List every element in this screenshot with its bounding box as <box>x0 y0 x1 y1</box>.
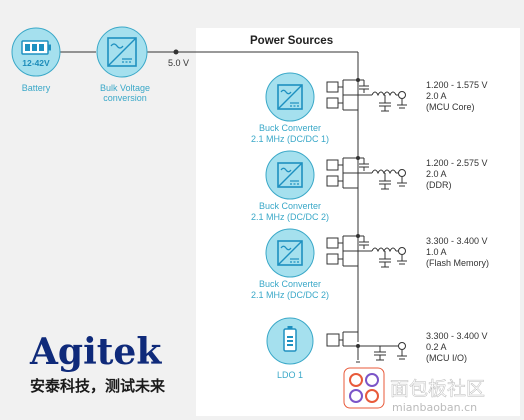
rail-output-voltage: 1.200 - 2.575 V <box>426 158 488 168</box>
agitek-wordmark: Agitek <box>29 331 162 373</box>
converter-icon <box>277 162 303 188</box>
ldo-output-current: 0.2 A <box>426 342 447 352</box>
mianbaoban-watermark: 面包板社区 mianbaoban.cn <box>343 367 485 414</box>
ldo-circuit <box>326 331 407 363</box>
watermark-cn-text: 面包板社区 <box>390 378 485 400</box>
ldo-output-voltage: 3.300 - 3.400 V <box>426 331 488 341</box>
agitek-logo: Agitek 安泰科技，测试未来 <box>29 331 166 395</box>
buck-converter-label-line1: Buck Converter <box>259 123 321 133</box>
rail-output-load: (MCU Core) <box>426 102 475 112</box>
ldo-output-load: (MCU I/O) <box>426 353 467 363</box>
agitek-slogan: 安泰科技，测试未来 <box>30 377 166 395</box>
bulk-converter-label-line2: conversion <box>103 93 147 103</box>
buck-converter-label-line2: 2.1 MHz (DC/DC 2) <box>251 212 329 222</box>
battery-icon <box>21 40 51 55</box>
rail-output-voltage: 3.300 - 3.400 V <box>426 236 488 246</box>
bulk-converter-label-line1: Bulk Voltage <box>100 83 150 93</box>
rail-output-current: 2.0 A <box>426 91 447 101</box>
bus-node-dot <box>173 49 179 55</box>
battery-block: 12-42V <box>11 27 61 77</box>
rail-output-current: 1.0 A <box>426 247 447 257</box>
battery-voltage-label: 12-42V <box>22 58 50 68</box>
ldo-label: LDO 1 <box>277 370 303 380</box>
bulk-converter-block <box>96 26 148 78</box>
buck-converter-label-line2: 2.1 MHz (DC/DC 1) <box>251 134 329 144</box>
buck-converter-label-line2: 2.1 MHz (DC/DC 2) <box>251 290 329 300</box>
ldo-battery-icon <box>283 326 297 352</box>
buck-circuit <box>326 79 407 112</box>
buck-converter-label-line1: Buck Converter <box>259 201 321 211</box>
rail-output-current: 2.0 A <box>426 169 447 179</box>
buck-circuit <box>326 157 407 190</box>
bus-voltage-label: 5.0 V <box>168 58 189 68</box>
rail-output-voltage: 1.200 - 1.575 V <box>426 80 488 90</box>
buck-circuit <box>326 235 407 268</box>
ldo-block <box>266 317 314 365</box>
buck-converter-label-line1: Buck Converter <box>259 279 321 289</box>
power-sources-title: Power Sources <box>250 35 333 47</box>
rail-output-load: (DDR) <box>426 180 452 190</box>
converter-icon <box>277 240 303 266</box>
converter-icon <box>107 37 137 67</box>
rail-output-load: (Flash Memory) <box>426 258 489 268</box>
battery-label: Battery <box>22 83 51 93</box>
converter-icon <box>277 84 303 110</box>
watermark-url: mianbaoban.cn <box>392 401 477 414</box>
